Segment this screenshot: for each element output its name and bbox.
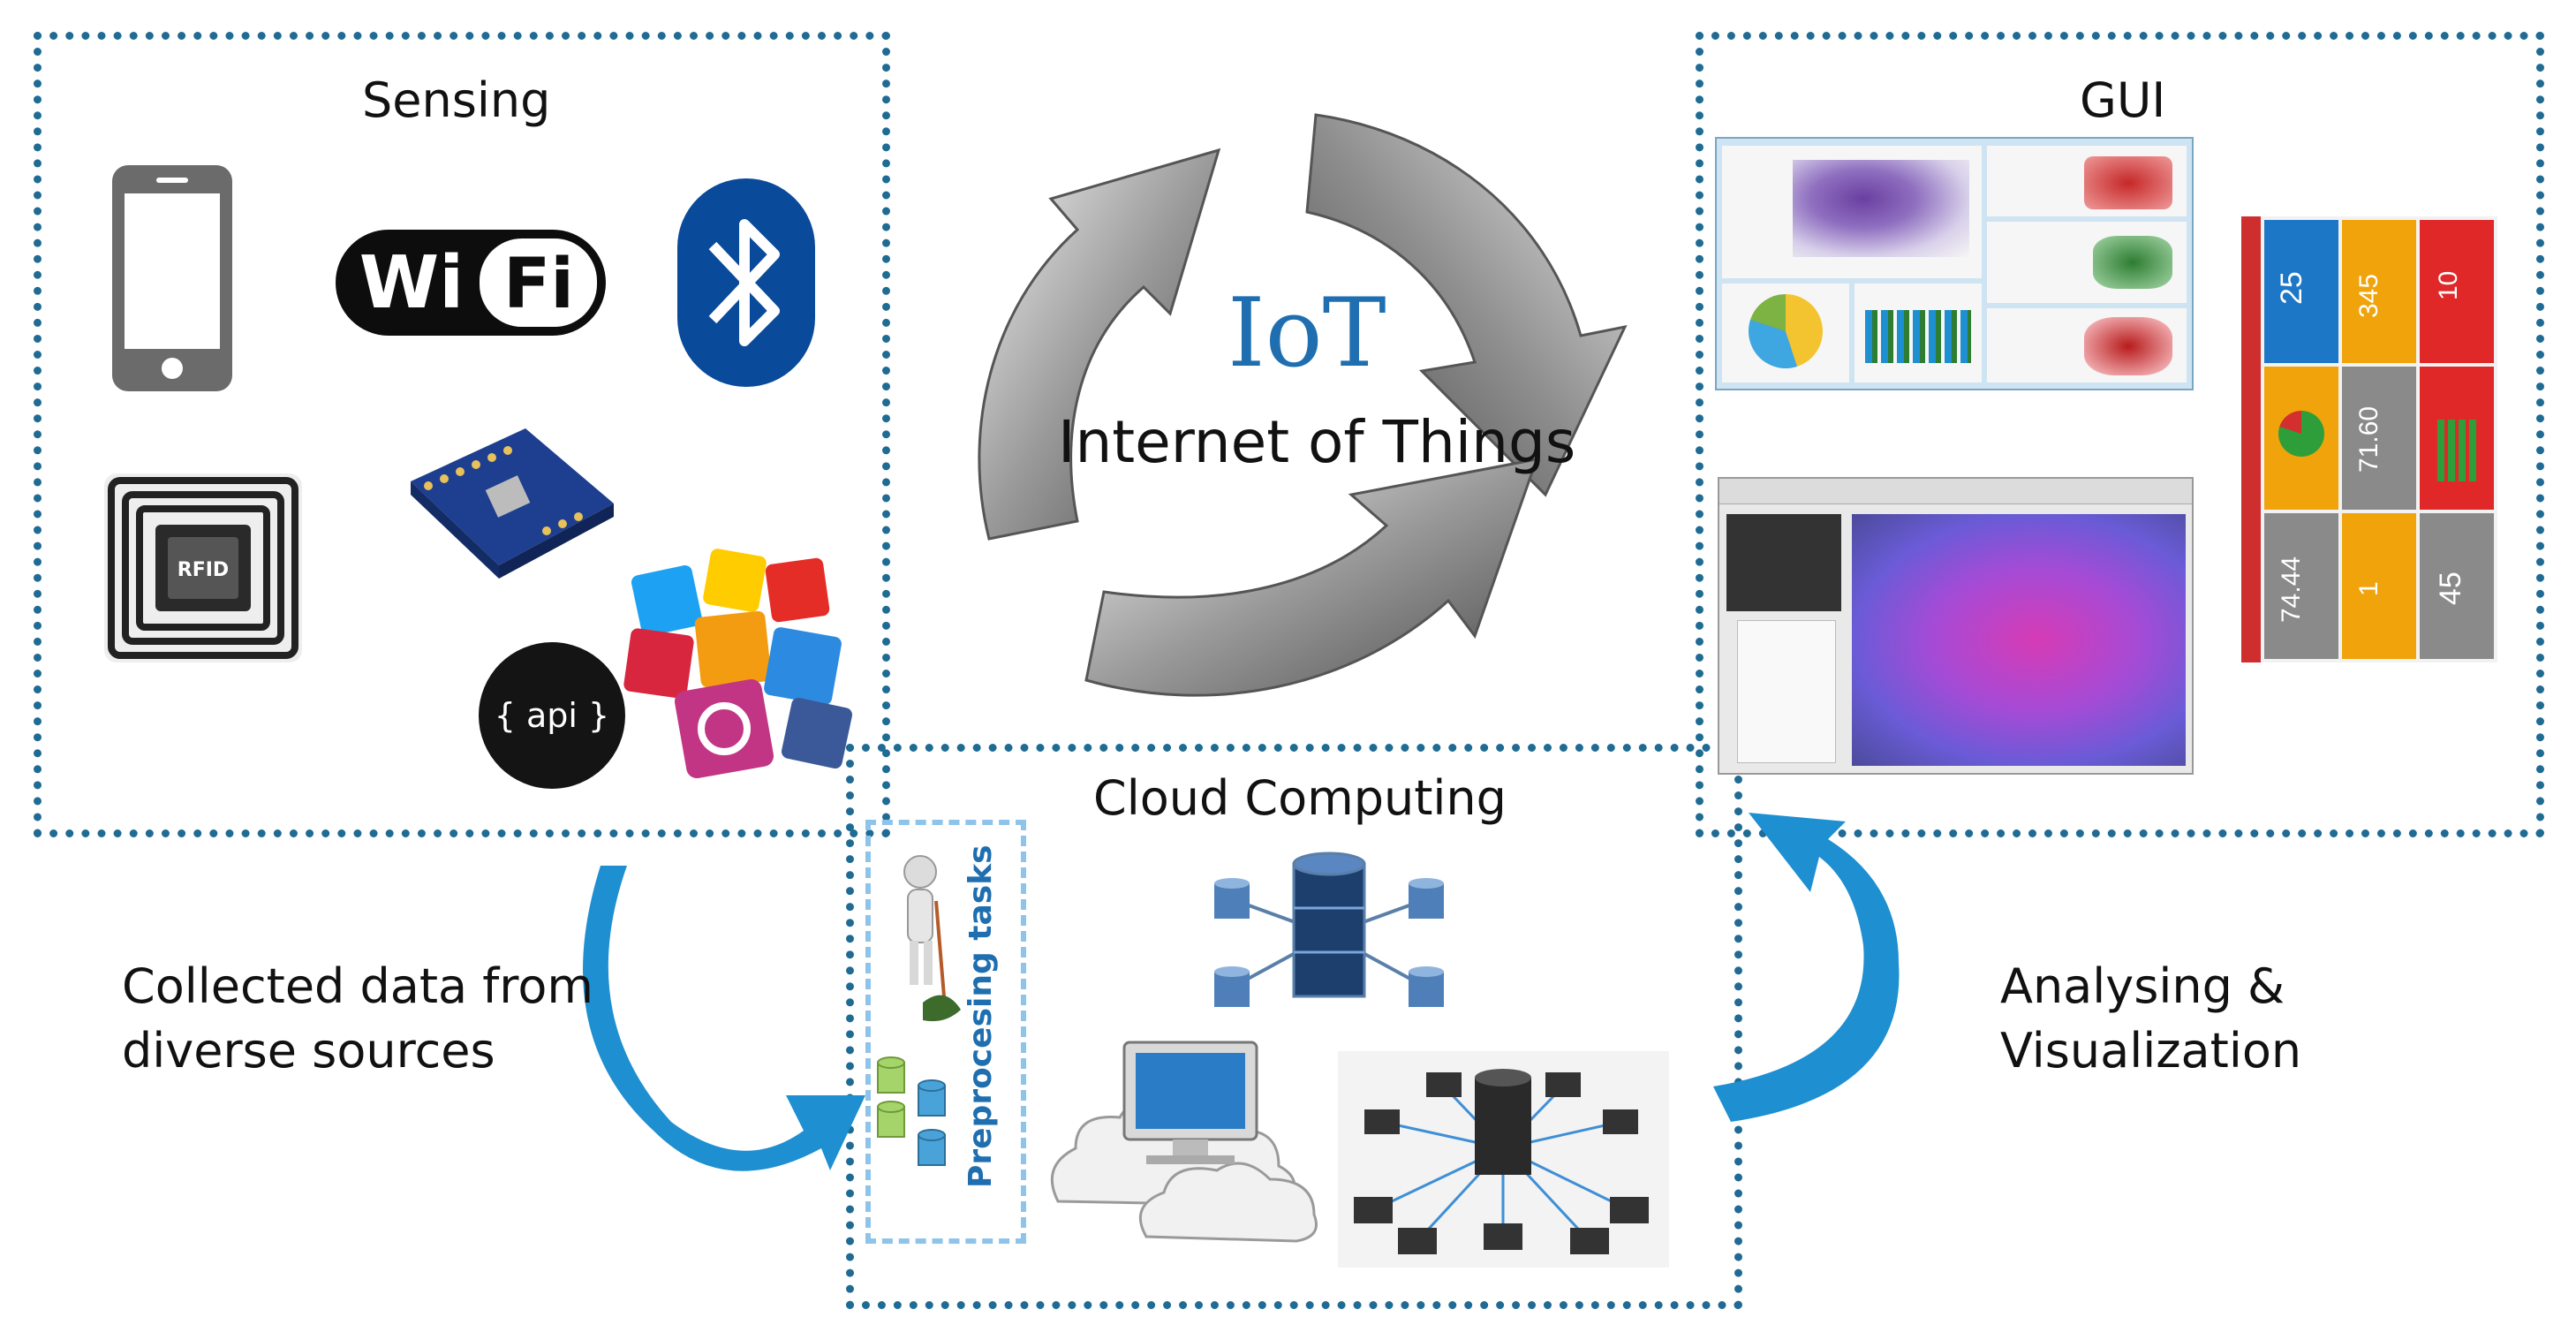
tile-value-45: 45 bbox=[2434, 572, 2467, 605]
bluetooth-icon bbox=[677, 178, 815, 387]
analysing-label-line2: Visualization bbox=[2000, 1023, 2302, 1079]
analysing-label-line1: Analysing & bbox=[2000, 958, 2285, 1014]
api-icon: { api } bbox=[479, 642, 625, 789]
iot-cycle-arrows-icon bbox=[978, 113, 1628, 697]
collected-data-arrow-icon bbox=[583, 866, 865, 1171]
tile-value-345: 345 bbox=[2354, 273, 2383, 318]
preprocessing-databases-icon bbox=[877, 1056, 946, 1166]
tile-value-10: 10 bbox=[2434, 270, 2463, 300]
collected-data-label-line2: diverse sources bbox=[122, 1023, 495, 1079]
preprocessing-label: Preprocesing tasks bbox=[963, 844, 999, 1188]
gui-panel bbox=[1696, 32, 2544, 837]
iot-title: IoT bbox=[1228, 278, 1386, 389]
laptop-network-icon bbox=[1338, 1051, 1669, 1268]
rfid-tag-icon: RFID bbox=[104, 473, 302, 662]
wifi-fi-text: Fi bbox=[503, 245, 574, 324]
collected-data-label-line1: Collected data from bbox=[122, 958, 593, 1014]
tiles-dashboard-screenshot: 25 345 10 71.60 74.44 1 45 bbox=[2241, 216, 2497, 662]
map-dashboard-screenshot bbox=[1715, 137, 2194, 390]
sweeping-person-icon bbox=[903, 855, 961, 1022]
rfid-text: RFID bbox=[178, 559, 229, 581]
sensor-board-icon bbox=[411, 428, 614, 579]
gui-title: GUI bbox=[2080, 72, 2166, 128]
wifi-wi-text: Wi bbox=[359, 241, 465, 325]
wifi-logo-icon: Wi Fi bbox=[336, 230, 606, 336]
cloud-computer-icon bbox=[1050, 1041, 1318, 1243]
tile-value-74-44: 74.44 bbox=[2277, 556, 2306, 623]
social-media-cubes-icon bbox=[623, 549, 853, 779]
sensing-panel bbox=[34, 32, 890, 837]
cloud-title: Cloud Computing bbox=[1093, 770, 1507, 826]
api-text: { api } bbox=[495, 696, 609, 735]
tile-value-1: 1 bbox=[2354, 581, 2383, 596]
map-application-screenshot bbox=[1718, 477, 2194, 775]
iot-subtitle: Internet of Things bbox=[1058, 408, 1576, 476]
preprocessing-box bbox=[865, 820, 1026, 1244]
sensing-title: Sensing bbox=[362, 72, 551, 128]
tile-value-25: 25 bbox=[2275, 271, 2308, 305]
cloud-panel bbox=[846, 744, 1742, 1309]
tile-value-71-60: 71.60 bbox=[2354, 405, 2383, 473]
analysing-arrow-icon bbox=[1713, 813, 1900, 1122]
smartphone-icon bbox=[112, 165, 232, 391]
database-network-icon bbox=[1214, 852, 1444, 1007]
